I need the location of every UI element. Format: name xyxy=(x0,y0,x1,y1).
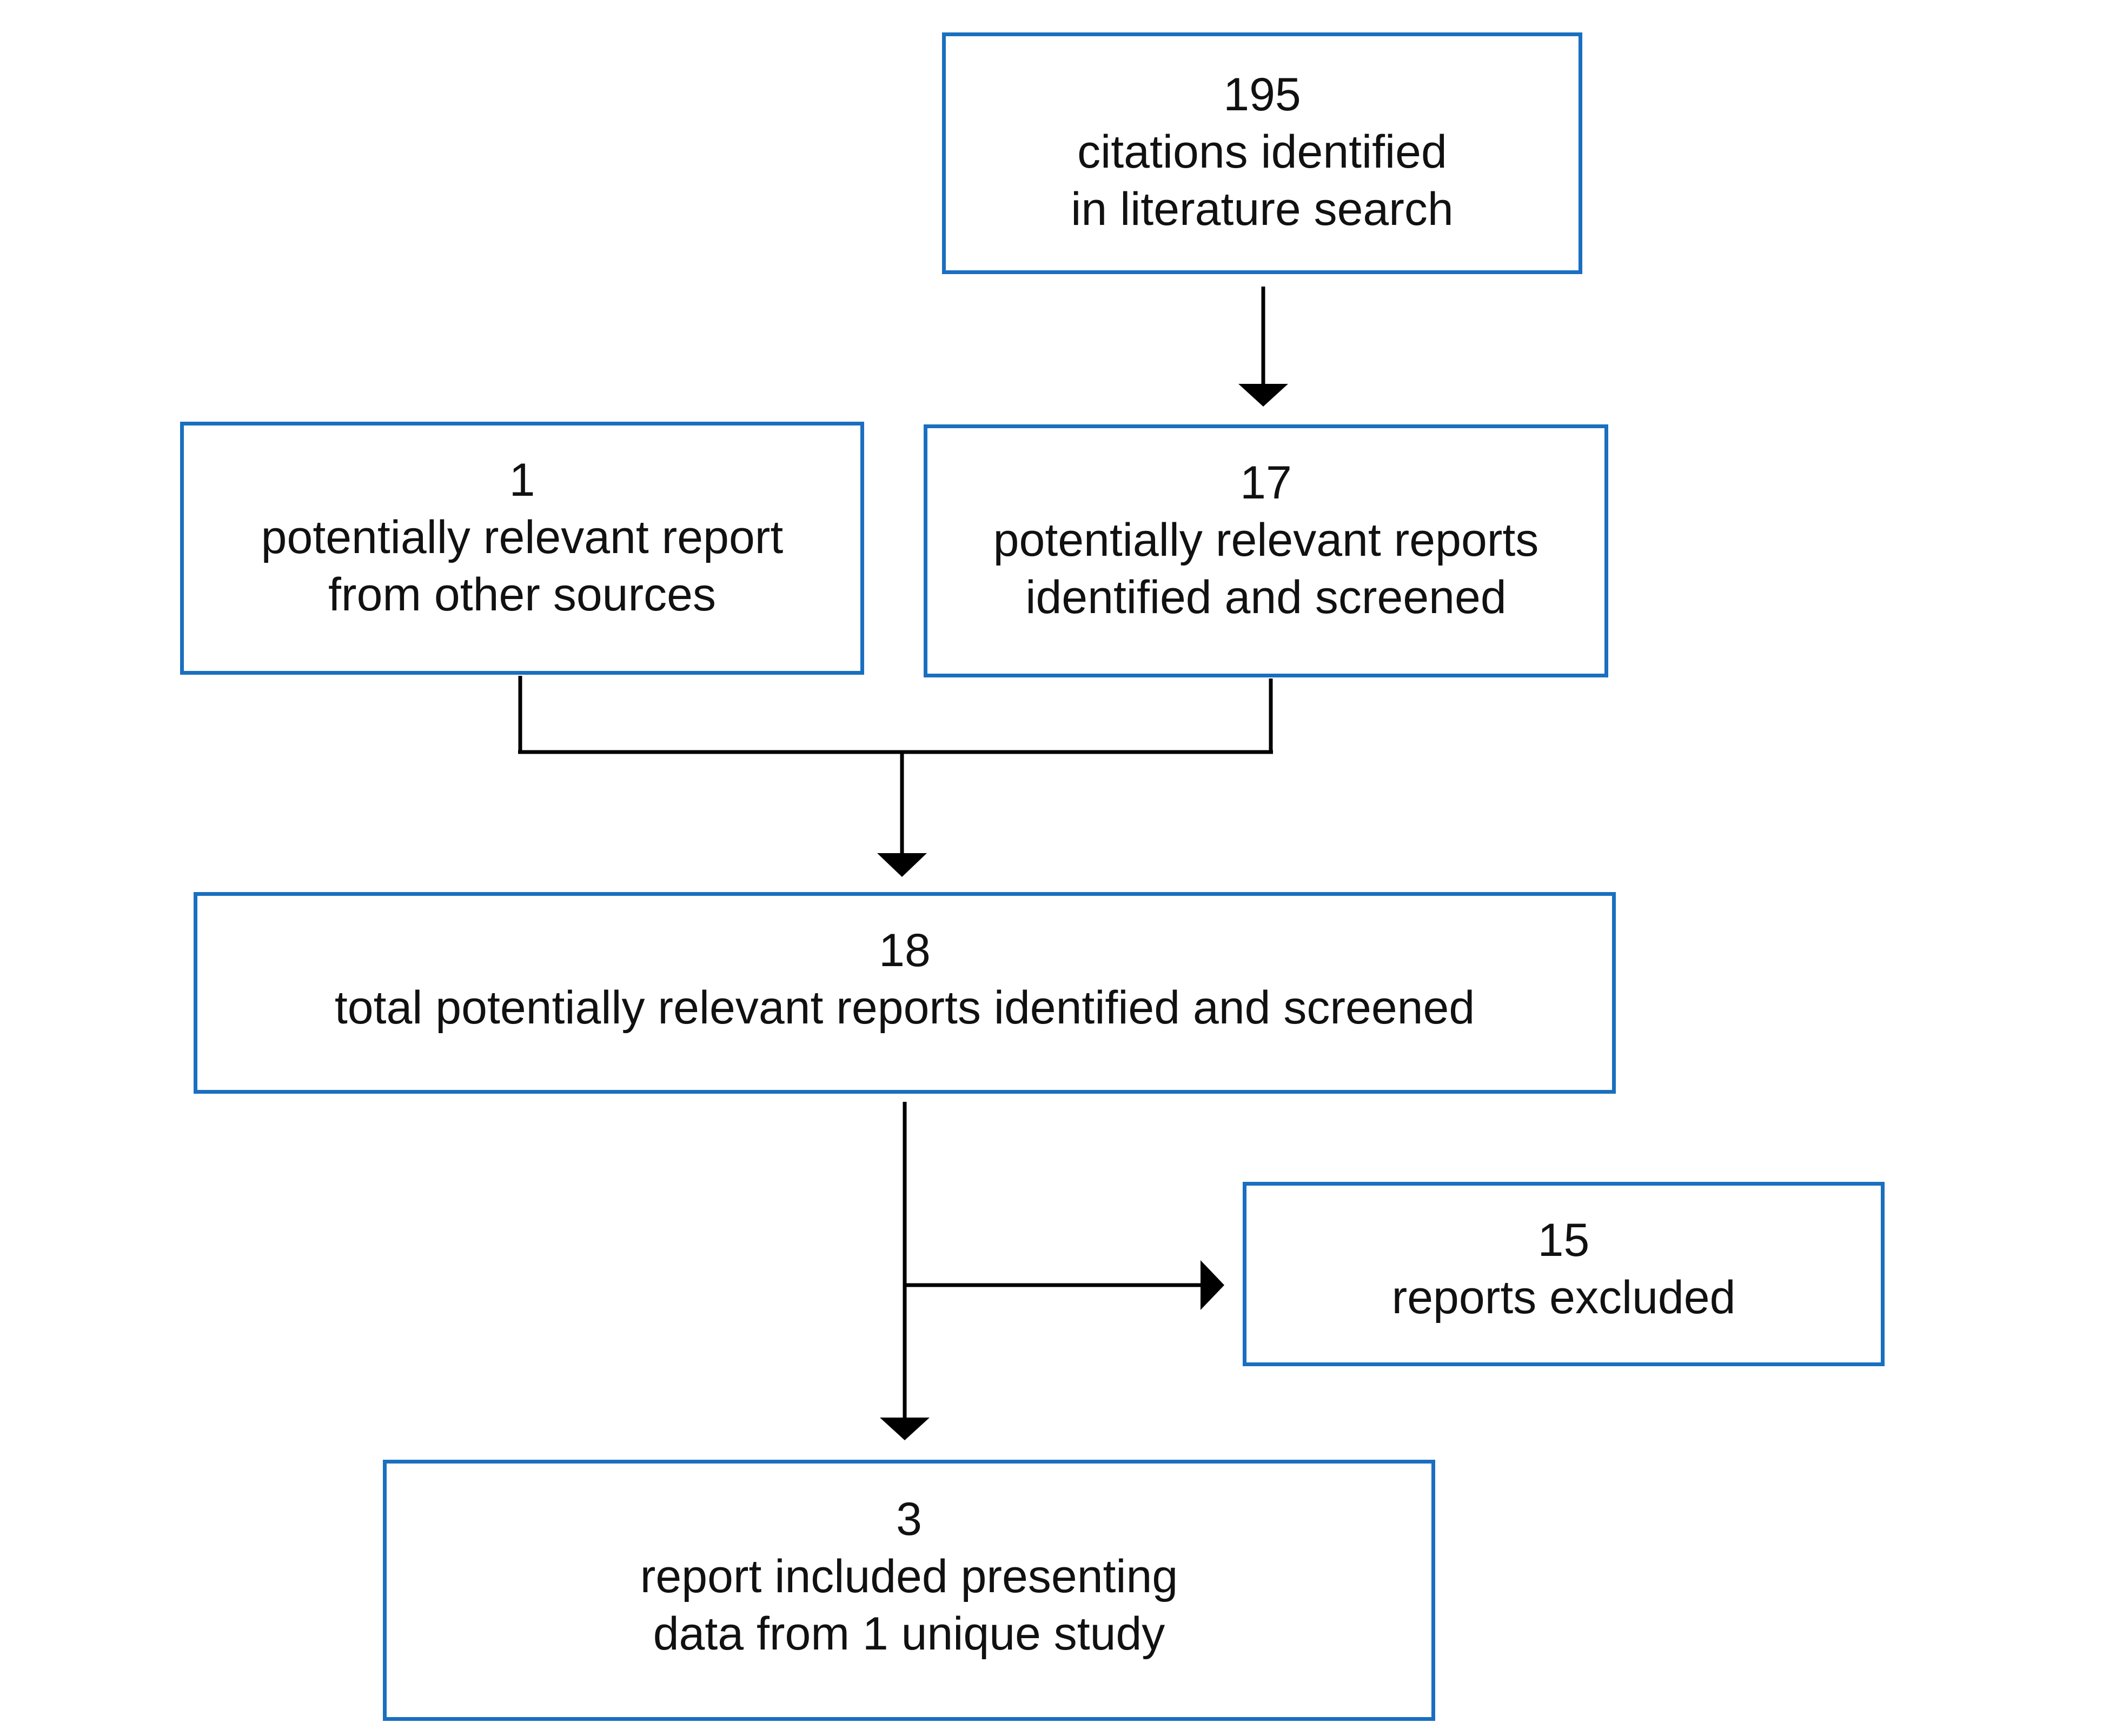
included-reports-box: 3 report included presenting data from 1… xyxy=(383,1460,1435,1721)
total-label-line-1: total potentially relevant reports ident… xyxy=(334,982,1475,1034)
total-reports-box: 18 total potentially relevant reports id… xyxy=(194,892,1616,1094)
other-sources-count: 1 xyxy=(509,454,535,506)
other-sources-label-line-1: potentially relevant report xyxy=(261,511,784,563)
arrowhead-total-to-included xyxy=(880,1418,930,1440)
screened-count: 17 xyxy=(1240,457,1292,509)
arrowhead-search-to-screened xyxy=(1238,384,1288,407)
search-count: 195 xyxy=(1223,69,1301,121)
screened-label-line-2: identified and screened xyxy=(1025,571,1507,623)
screened-reports-box: 17 potentially relevant reports identifi… xyxy=(924,424,1608,677)
excluded-count: 15 xyxy=(1537,1214,1590,1266)
included-count: 3 xyxy=(896,1493,922,1545)
included-label-line-1: report included presenting xyxy=(640,1551,1178,1602)
search-label-line-2: in literature search xyxy=(1071,183,1454,235)
search-label-line-1: citations identified xyxy=(1077,126,1447,178)
arrowhead-branch-to-excluded xyxy=(1201,1260,1224,1310)
screened-label-line-1: potentially relevant reports xyxy=(993,514,1539,566)
arrowhead-join-to-total xyxy=(877,853,927,877)
excluded-label-line-1: reports excluded xyxy=(1391,1272,1736,1323)
included-label-line-2: data from 1 unique study xyxy=(653,1608,1165,1660)
excluded-reports-box: 15 reports excluded xyxy=(1243,1182,1885,1366)
total-count: 18 xyxy=(879,924,931,976)
other-sources-box: 1 potentially relevant report from other… xyxy=(180,422,864,675)
search-citations-box: 195 citations identified in literature s… xyxy=(942,32,1582,274)
other-sources-label-line-2: from other sources xyxy=(328,569,716,621)
